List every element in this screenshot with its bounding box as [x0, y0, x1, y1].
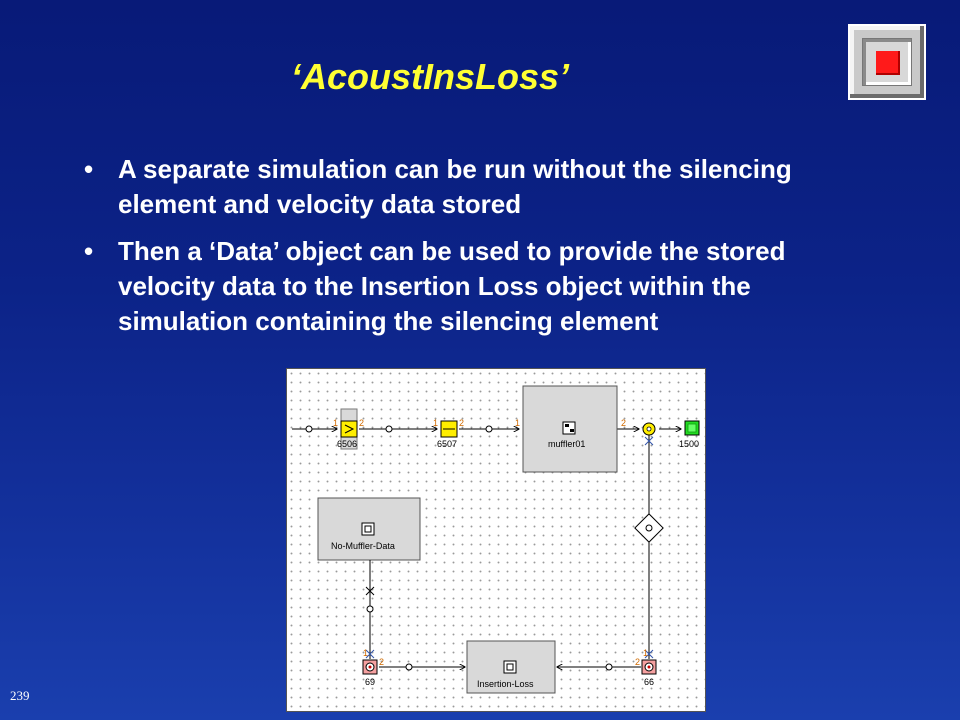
port-label: 1 [363, 648, 368, 658]
node-label-insertion-loss: Insertion-Loss [477, 679, 534, 689]
node-no-muffler-data[interactable]: No-Muffler-Data [317, 497, 421, 561]
node-insertion-loss[interactable]: Insertion-Loss [466, 640, 556, 694]
port-label: 1 [333, 418, 338, 428]
bullet-marker: • [84, 154, 94, 184]
port-label: 1 [643, 648, 648, 658]
diamond-node[interactable] [634, 513, 664, 543]
wire-joints [305, 425, 493, 433]
junction-node[interactable] [642, 422, 656, 436]
left-wire [365, 560, 375, 659]
node-label-6507: 6507 [437, 439, 457, 449]
port-label: 1 [433, 418, 438, 428]
simulation-diagram[interactable]: 1 2 6506 1 2 6507 1 2 muffler01 [286, 368, 706, 712]
node-label-muffler01: muffler01 [548, 439, 585, 449]
bullet-item: • Then a ‘Data’ object can be used to pr… [84, 234, 864, 339]
node-label-66: 66 [644, 677, 654, 687]
bullet-text: Then a ‘Data’ object can be used to prov… [118, 236, 786, 336]
stop-button[interactable] [848, 24, 926, 100]
page-number: 239 [10, 688, 30, 703]
node-label-1500: 1500 [679, 439, 699, 449]
port-label: 1 [515, 418, 520, 428]
diagram-canvas: 1 2 6506 1 2 6507 1 2 muffler01 [292, 385, 700, 694]
node-6507[interactable]: 1 2 6507 [433, 418, 464, 449]
node-6506[interactable]: 1 2 6506 [333, 408, 364, 450]
port-label: 2 [621, 418, 626, 428]
node-label-no-muffler-data: No-Muffler-Data [331, 541, 395, 551]
slide-title: ‘AcoustInsLoss’ [290, 56, 570, 97]
bottom-wire [379, 663, 641, 671]
port-label: 2 [635, 657, 640, 667]
stop-icon [862, 38, 912, 86]
port-label: 2 [459, 418, 464, 428]
node-label-69: 69 [365, 677, 375, 687]
stop-icon-square [876, 51, 900, 75]
port-label: 2 [359, 418, 364, 428]
node-69[interactable]: 1 2 69 [362, 648, 384, 687]
bullet-text: A separate simulation can be run without… [118, 154, 792, 219]
bullet-item: • A separate simulation can be run witho… [84, 152, 864, 222]
node-1500[interactable]: 1500 [679, 420, 700, 449]
right-wire [644, 435, 654, 659]
node-label-6506: 6506 [337, 439, 357, 449]
port-label: 2 [379, 657, 384, 667]
bullet-marker: • [84, 236, 94, 266]
bullet-list: • A separate simulation can be run witho… [84, 152, 864, 351]
node-muffler01[interactable]: 1 2 muffler01 [515, 385, 626, 473]
node-66[interactable]: 2 1 66 [635, 648, 657, 687]
